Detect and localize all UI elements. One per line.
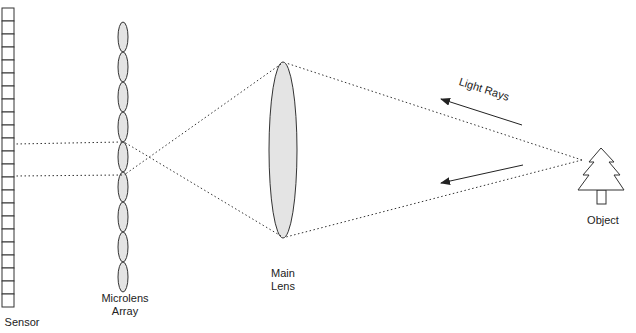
ray-arrow: [441, 99, 522, 125]
sensor-cell: [2, 242, 14, 255]
sensor-cell: [2, 8, 14, 21]
microlens: [118, 52, 128, 82]
sensor-cell: [2, 47, 14, 60]
sensor-cell: [2, 294, 14, 307]
microlens: [118, 22, 128, 52]
sensor-cell: [2, 281, 14, 294]
sensor-cell: [2, 86, 14, 99]
object-label: Object: [573, 214, 633, 227]
microlens: [118, 202, 128, 232]
main-lens-label: Main Lens: [263, 267, 303, 293]
tree-object: [578, 148, 624, 204]
sensor-cell: [2, 151, 14, 164]
microlens: [118, 172, 128, 202]
sensor-cell: [2, 34, 14, 47]
microlens: [118, 112, 128, 142]
sensor-cell: [2, 112, 14, 125]
sensor-cell: [2, 164, 14, 177]
microlens-array: [118, 22, 128, 292]
sensor-cell: [2, 177, 14, 190]
microlens: [118, 232, 128, 262]
ray-lines: [15, 63, 582, 237]
microlens: [118, 142, 128, 172]
sensor-cell: [2, 73, 14, 86]
sensor-cell: [2, 60, 14, 73]
sensor-label: Sensor: [2, 316, 42, 329]
sensor-cell: [2, 125, 14, 138]
sensor-cell: [2, 190, 14, 203]
sensor-array: [2, 8, 14, 307]
sensor-cell: [2, 99, 14, 112]
sensor-cell: [2, 21, 14, 34]
sensor-cell: [2, 138, 14, 151]
sensor-cell: [2, 255, 14, 268]
sensor-cell: [2, 229, 14, 242]
light-rays-label: Light Rays: [449, 73, 520, 107]
ray-arrow: [441, 165, 523, 183]
microlens-label: Microlens Array: [97, 292, 153, 318]
sensor-cell: [2, 268, 14, 281]
microlens: [118, 82, 128, 112]
sensor-cell: [2, 216, 14, 229]
main-lens: [269, 62, 297, 238]
sensor-cell: [2, 203, 14, 216]
microlens: [118, 262, 128, 292]
